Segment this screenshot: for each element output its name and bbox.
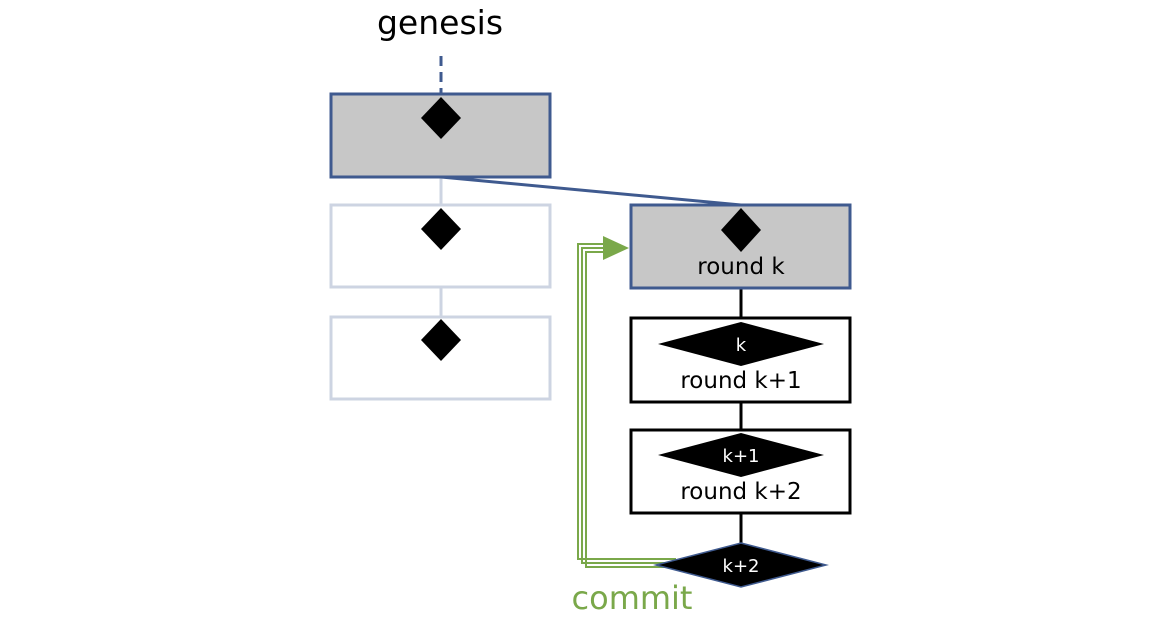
commit-arrowhead bbox=[603, 236, 629, 260]
cert-k2 bbox=[653, 542, 829, 588]
cert-k-label: k bbox=[736, 335, 747, 356]
commit-arrow bbox=[577, 243, 676, 568]
faded-block-2-diamond bbox=[421, 319, 461, 361]
cert-k1 bbox=[658, 433, 824, 477]
round-k-label: round k bbox=[697, 254, 785, 280]
genesis-label: genesis bbox=[377, 3, 503, 42]
cert-k bbox=[658, 322, 824, 366]
cert-k2-label: k+2 bbox=[723, 556, 760, 577]
faded-block-1-diamond bbox=[421, 208, 461, 250]
commit-label: commit bbox=[572, 579, 693, 617]
fork-link bbox=[440, 175, 742, 207]
round-k1-label: round k+1 bbox=[680, 368, 801, 394]
cert-k1-label: k+1 bbox=[723, 446, 760, 467]
round-k2-label: round k+2 bbox=[680, 479, 801, 505]
block-round-k-diamond bbox=[721, 208, 761, 252]
block-top-left-diamond bbox=[421, 97, 461, 139]
